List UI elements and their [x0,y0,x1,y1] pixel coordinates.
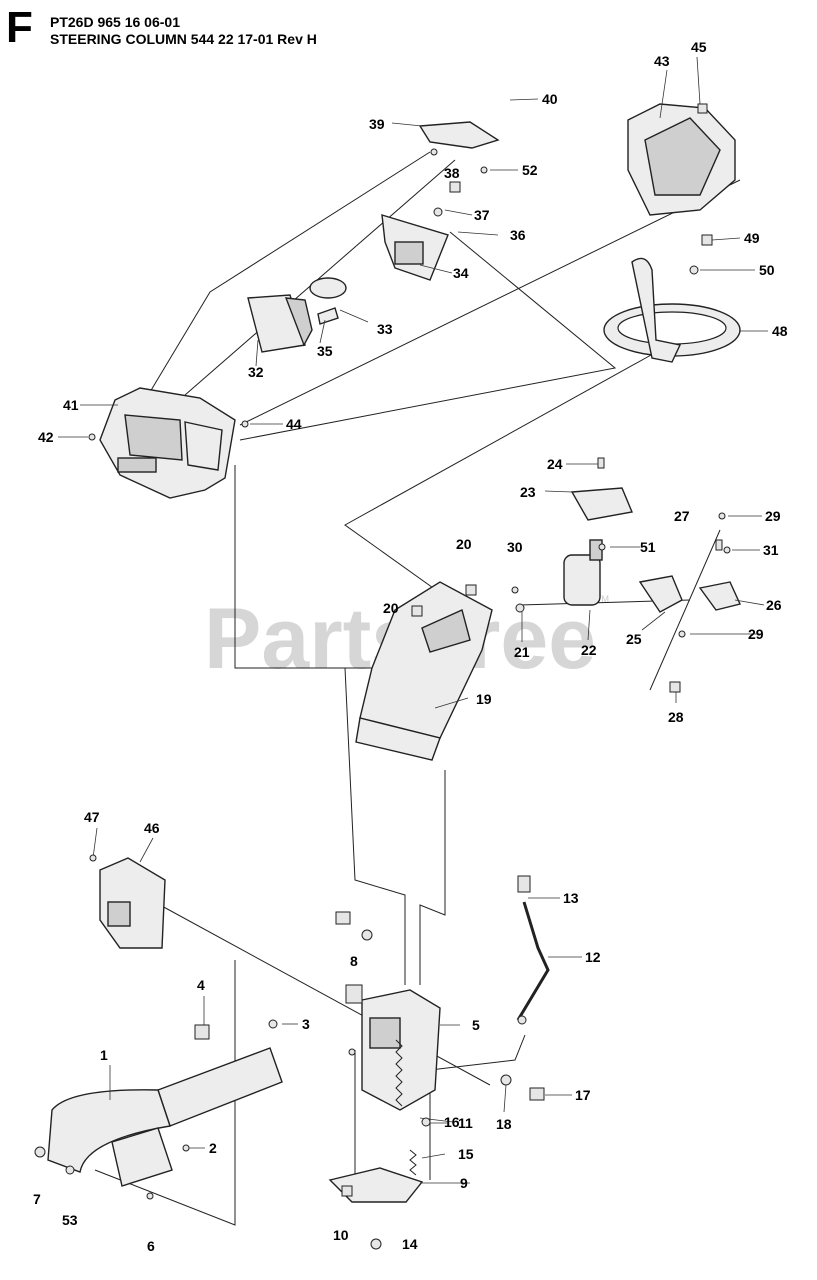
callout-44: 44 [286,416,302,432]
callout-24: 24 [547,456,563,472]
callout-53: 53 [62,1212,78,1228]
callout-21: 21 [514,644,530,660]
side-cover-part [99,857,166,949]
callout-46: 46 [144,820,160,836]
shift-lever-part [516,901,550,1021]
callout-27: 27 [674,508,690,524]
callout-14: 14 [402,1236,418,1252]
pedal-plate-part [328,1167,424,1203]
headlight-housing-part [99,387,236,499]
callout-18: 18 [496,1116,512,1132]
callout-36: 36 [510,227,526,243]
lamp-assembly-part [247,277,347,353]
callout-19: 19 [476,691,492,707]
callout-11: 11 [458,1115,473,1131]
callout-7: 7 [33,1191,41,1207]
mount-plate-part [418,121,500,149]
callout-35: 35 [317,343,333,359]
callout-29-top: 29 [765,508,781,524]
callout-26: 26 [766,597,782,613]
callout-42: 42 [38,429,54,445]
callout-6: 6 [147,1238,155,1254]
callout-41: 41 [63,397,79,413]
callout-2: 2 [209,1140,217,1156]
callout-50: 50 [759,262,775,278]
callout-20-top: 20 [456,536,472,552]
callout-38: 38 [444,165,460,181]
model-number: PT26D 965 16 06-01 [50,14,180,30]
callout-52: 52 [522,162,538,178]
callout-34: 34 [453,265,469,281]
callout-31: 31 [763,542,779,558]
callout-25: 25 [626,631,642,647]
callout-4: 4 [197,977,205,993]
lamp-bracket-part [381,214,449,281]
callout-23: 23 [520,484,536,500]
callout-40: 40 [542,91,558,107]
callout-22: 22 [581,642,597,658]
callout-51: 51 [640,539,656,555]
callout-39: 39 [369,116,385,132]
callout-12: 12 [585,949,601,965]
callout-15: 15 [458,1146,474,1162]
callout-45: 45 [691,39,707,55]
callout-37: 37 [474,207,490,223]
callout-16: 16 [444,1114,460,1130]
steering-wheel-part [603,257,741,363]
leader-lines [58,56,768,1184]
callout-33: 33 [377,321,393,337]
section-letter: F [6,3,33,52]
lever-part [698,581,741,611]
callout-10: 10 [333,1227,349,1243]
callout-20-side: 20 [383,600,399,616]
spring-part [395,1039,403,1107]
fastener-hardware [34,103,731,1250]
small-spring-part [409,1149,417,1176]
callout-13: 13 [563,890,579,906]
callout-1: 1 [100,1047,108,1063]
column-support-part [355,581,493,761]
pivot-bracket-part [361,989,441,1111]
steering-cowl-part [627,103,736,216]
pedal-bracket-part [638,575,683,613]
callout-9: 9 [460,1175,468,1191]
callout-17: 17 [575,1087,591,1103]
callout-29-bottom: 29 [748,626,764,642]
diagram-title: STEERING COLUMN 544 22 17-01 Rev H [50,31,317,47]
watermark-tm: TM [596,594,609,604]
callout-8: 8 [350,953,358,969]
callout-48: 48 [772,323,788,339]
steering-column-part [563,487,633,606]
callout-32: 32 [248,364,264,380]
callout-49: 49 [744,230,760,246]
callout-5: 5 [472,1017,480,1033]
support-tube-part [47,1047,283,1187]
callout-28: 28 [668,709,684,725]
callout-3: 3 [302,1016,310,1032]
callout-labels: 1 2 3 4 5 6 7 8 9 10 11 12 13 14 15 16 1… [33,39,788,1254]
callout-30: 30 [507,539,523,555]
callout-47: 47 [84,809,100,825]
callout-43: 43 [654,53,670,69]
